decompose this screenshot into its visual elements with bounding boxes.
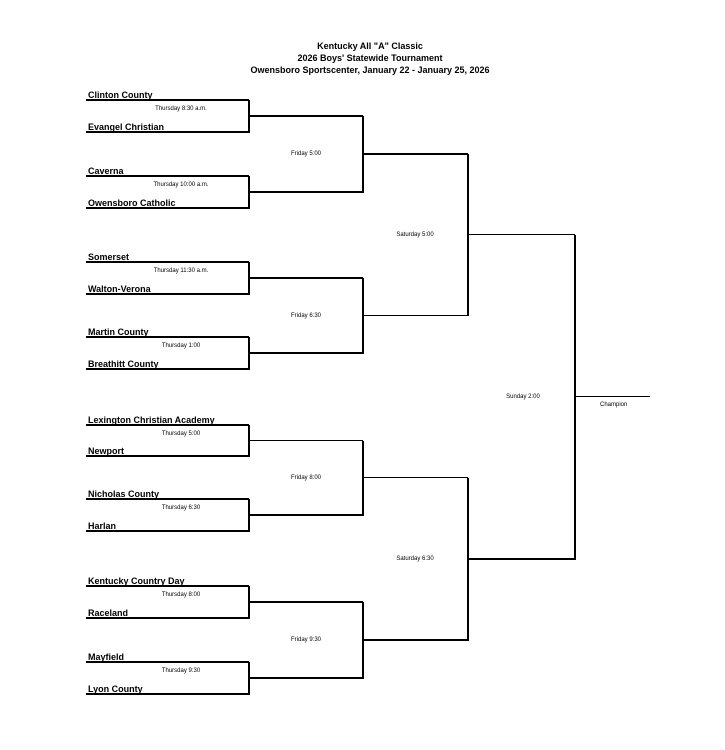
game-connector <box>467 154 469 317</box>
game-time: Thursday 6:30 <box>161 505 201 511</box>
winner-line <box>249 514 363 516</box>
team-name: Mayfield <box>88 652 125 662</box>
winner-line <box>249 439 363 442</box>
winner-line <box>249 352 363 354</box>
team-line <box>86 693 249 695</box>
game-time: Thursday 10:00 a.m. <box>153 182 209 188</box>
team-name: Breathitt County <box>88 359 159 369</box>
team-line <box>86 336 249 338</box>
game-connector <box>362 116 364 193</box>
team-name: Caverna <box>88 166 124 176</box>
team-name: Newport <box>88 446 124 456</box>
game-time: Friday 8:00 <box>290 474 322 481</box>
game-time: Sunday 2:00 <box>506 393 540 400</box>
game-time: Thursday 8:00 <box>161 592 201 598</box>
tournament-subtitle: 2026 Boys' Statewide Tournament <box>297 53 443 63</box>
game-connector <box>362 602 364 679</box>
tournament-header: Kentucky All "A" Classic 2026 Boys' Stat… <box>0 40 725 76</box>
game-connector <box>248 337 250 370</box>
winner-line <box>249 601 363 603</box>
game-time: Saturday 6:30 <box>396 555 434 562</box>
game-connector <box>248 662 250 695</box>
team-name: Lexington Christian Academy <box>88 415 215 425</box>
game-connector <box>362 440 364 516</box>
tournament-title: Kentucky All "A" Classic <box>317 41 423 51</box>
game-time: Thursday 9:30 <box>161 668 201 674</box>
winner-line <box>249 115 363 117</box>
team-name: Martin County <box>88 327 149 337</box>
team-line <box>86 131 249 133</box>
team-line <box>86 293 249 295</box>
team-line <box>86 455 249 457</box>
game-connector <box>248 100 250 133</box>
winner-line <box>363 314 468 317</box>
winner-line <box>363 477 468 479</box>
game-time: Thursday 1:00 <box>161 343 201 349</box>
team-name: Harlan <box>88 521 117 531</box>
team-line <box>86 99 249 101</box>
game-time: Saturday 5:00 <box>396 231 434 238</box>
team-line <box>86 368 249 370</box>
team-name: Nicholas County <box>88 489 160 499</box>
game-time: Thursday 11:30 a.m. <box>153 268 209 274</box>
team-line <box>86 498 249 500</box>
game-time: Thursday 5:00 <box>161 431 201 437</box>
champion-line <box>575 396 650 398</box>
team-name: Somerset <box>88 252 130 262</box>
team-name: Clinton County <box>88 90 153 100</box>
team-name: Lyon County <box>88 684 143 694</box>
team-name: Walton-Verona <box>88 284 151 294</box>
winner-line <box>363 153 468 155</box>
game-time: Friday 6:30 <box>290 312 322 319</box>
team-line <box>86 261 249 263</box>
game-connector <box>248 262 250 295</box>
team-line <box>86 424 249 426</box>
winner-line <box>249 191 363 193</box>
team-line <box>86 585 249 587</box>
tournament-venue-dates: Owensboro Sportscenter, January 22 - Jan… <box>250 65 490 75</box>
game-connector <box>574 234 576 560</box>
game-time: Friday 9:30 <box>290 637 322 643</box>
winner-line <box>468 558 575 560</box>
champion-label: Champion <box>600 401 628 408</box>
game-connector <box>362 278 364 354</box>
game-time: Friday 5:00 <box>290 151 322 157</box>
team-name: Owensboro Catholic <box>88 198 176 208</box>
winner-line <box>468 234 575 236</box>
game-connector <box>248 499 250 532</box>
winner-line <box>249 677 363 679</box>
team-line <box>86 207 249 209</box>
team-line <box>86 530 249 532</box>
team-name: Raceland <box>88 608 129 618</box>
winner-line <box>249 277 363 279</box>
game-connector <box>248 176 250 209</box>
team-line <box>86 617 249 619</box>
game-connector <box>248 425 250 457</box>
team-line <box>86 661 249 663</box>
winner-line <box>363 639 468 641</box>
team-name: Evangel Christian <box>88 122 165 132</box>
game-connector <box>248 586 250 619</box>
game-time: Thursday 8:30 a.m. <box>155 106 207 112</box>
game-connector <box>467 477 469 641</box>
team-line <box>86 175 249 177</box>
team-name: Kentucky Country Day <box>88 576 185 586</box>
